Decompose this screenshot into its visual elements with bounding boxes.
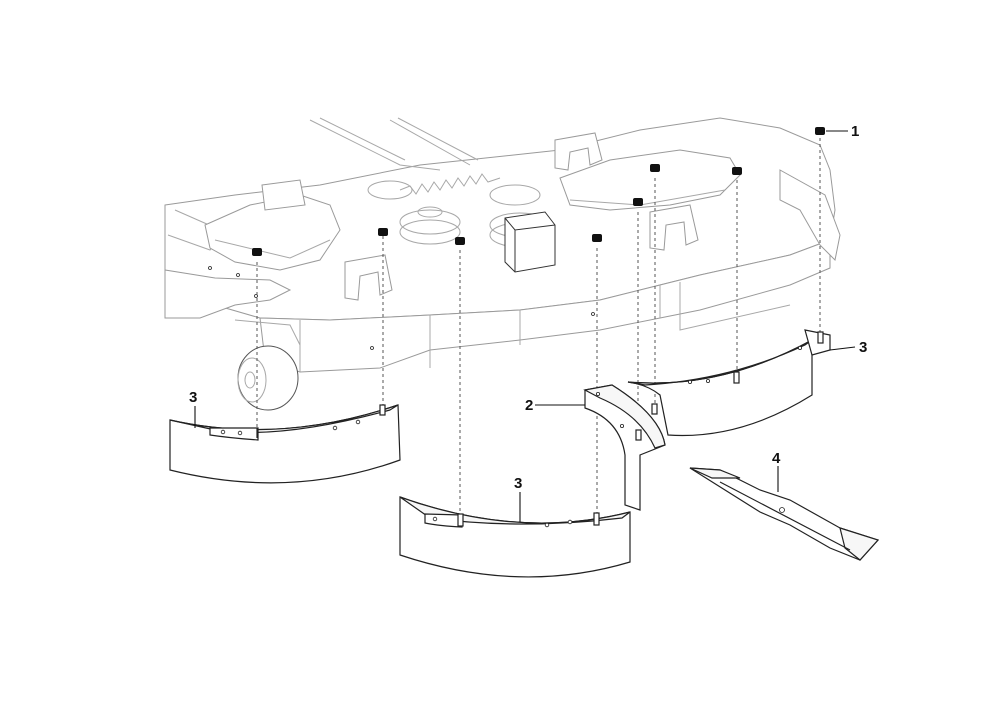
- mower-deck: [164, 117, 841, 411]
- baffle-front: [399, 496, 631, 578]
- callout-2: 2: [525, 397, 533, 414]
- callouts: 1 2 3 3 3 4: [189, 123, 867, 492]
- nut: [650, 164, 660, 172]
- nut: [455, 237, 465, 245]
- baffle-center: [583, 384, 666, 511]
- callout-1: 1: [851, 123, 859, 140]
- callout-3-front: 3: [514, 475, 522, 492]
- callout-3-left: 3: [189, 389, 197, 406]
- nut: [732, 167, 742, 175]
- leaders: [194, 130, 856, 522]
- baffle-left: [169, 404, 401, 484]
- nut: [815, 127, 825, 135]
- nuts: [252, 127, 825, 256]
- baffle-right: [627, 329, 831, 437]
- callout-3-right: 3: [859, 339, 867, 356]
- alignment-lines: [256, 138, 821, 514]
- nut: [592, 234, 602, 242]
- callout-4: 4: [772, 450, 781, 467]
- nut: [633, 198, 643, 206]
- blade: [689, 467, 880, 561]
- nut: [252, 248, 262, 256]
- nut: [378, 228, 388, 236]
